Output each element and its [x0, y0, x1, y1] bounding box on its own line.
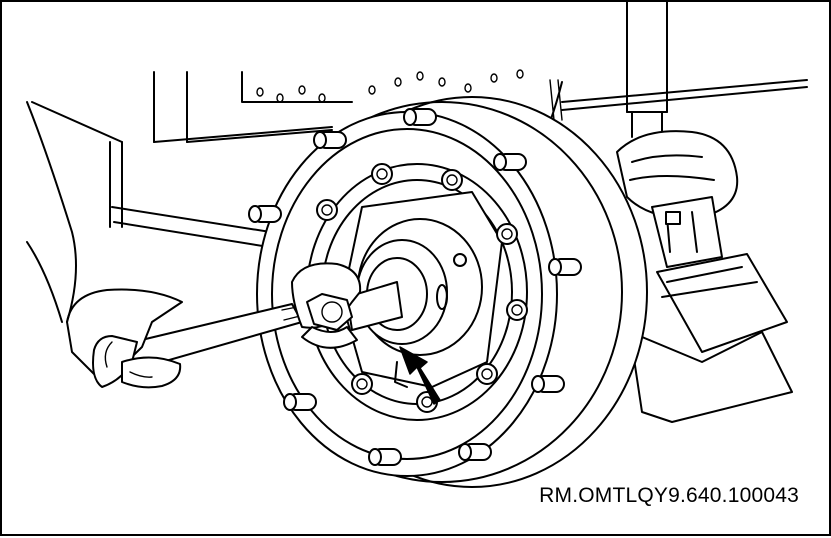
figure-reference-code: RM.OMTLQY9.640.100043 — [539, 484, 799, 507]
hand — [26, 101, 183, 389]
spindle-nut — [346, 239, 448, 345]
frame-rivets — [256, 69, 524, 103]
hub-bolts — [316, 163, 528, 413]
arrow-icon — [394, 346, 441, 405]
brake-chamber — [549, 79, 793, 423]
wheel-studs — [248, 108, 582, 466]
adjustable-wrench — [111, 262, 362, 373]
